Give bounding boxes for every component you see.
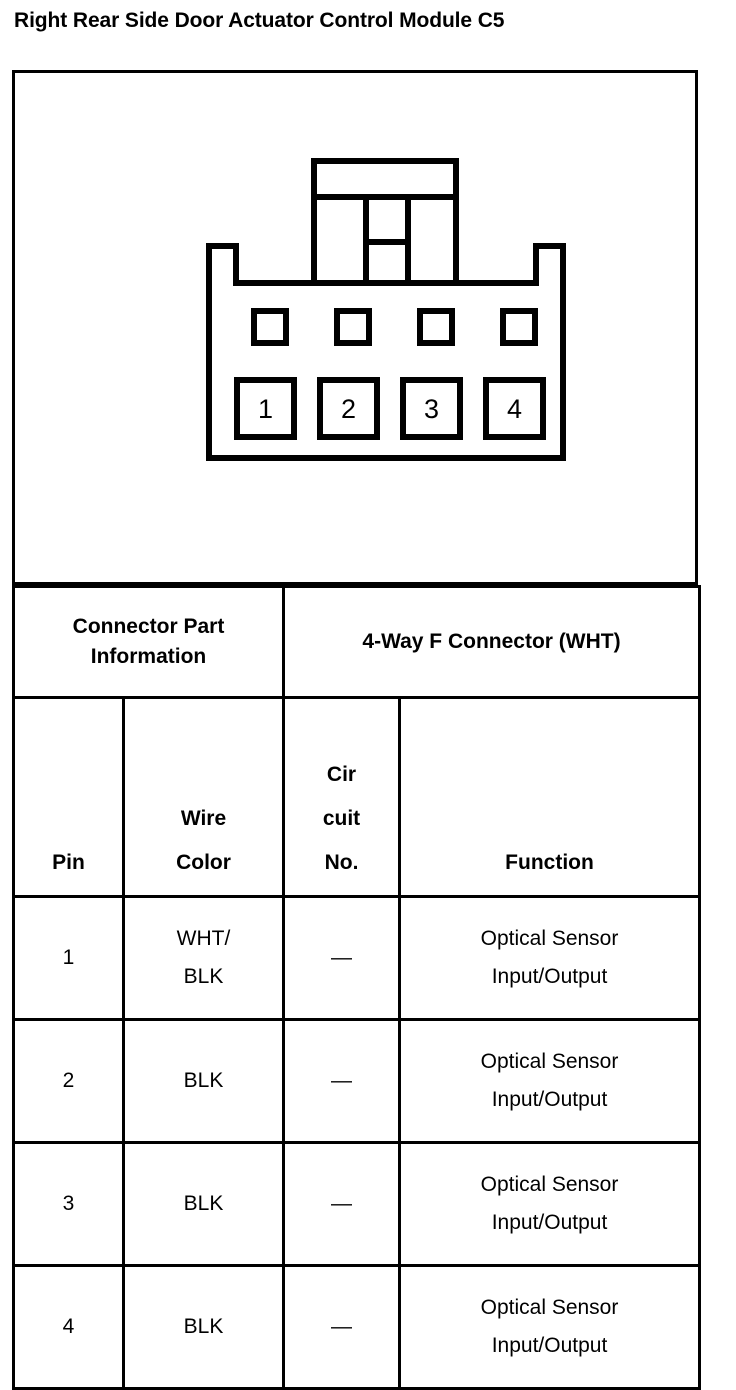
cell-pin: 2 — [12, 1018, 125, 1144]
cell-wire-color: BLK — [122, 1264, 285, 1390]
column-header-wire-color-line1: Wire — [180, 807, 227, 830]
cavity-label-3: 3 — [424, 394, 439, 424]
cavity-box-2 — [317, 377, 380, 440]
cavity-box-4 — [483, 377, 546, 440]
cell-function: Optical Sensor Input/Output — [398, 895, 701, 1021]
cell-circuit-no: — — [282, 1018, 401, 1144]
column-header-circuit-no: Cir cuit No. — [282, 696, 401, 898]
cell-circuit-no: — — [282, 1141, 401, 1267]
connector-part-information-label: Connector Part Information — [12, 585, 285, 699]
connector-spec-table: Connector Part Information 4-Way F Conne… — [12, 585, 701, 1390]
column-header-circuit-no-line2: cuit — [322, 807, 361, 830]
cavity-label-1: 1 — [258, 394, 273, 424]
latch-body-outline — [311, 194, 459, 286]
connector-shell-outline — [206, 243, 566, 461]
cell-wire-color: WHT/ BLK — [122, 895, 285, 1021]
cavity-label-2: 2 — [341, 394, 356, 424]
connector-diagram-panel: 1 2 3 4 — [12, 70, 698, 585]
cell-circuit-no: — — [282, 1264, 401, 1390]
connector-part-information-label-line1: Connector Part — [72, 615, 225, 638]
cell-pin: 3 — [12, 1141, 125, 1267]
column-header-wire-color: Wire Color — [122, 696, 285, 898]
connector-face-view: 1 2 3 4 — [196, 148, 576, 538]
table-row: 2 BLK — Optical Sensor Input/Output — [12, 1018, 701, 1144]
cell-function-line1: Optical Sensor — [480, 1050, 619, 1073]
cell-function-line2: Input/Output — [491, 965, 608, 988]
cell-wire-color-line1: WHT/ — [176, 927, 231, 950]
cavity-box-1 — [234, 377, 297, 440]
cavity-label-4: 4 — [507, 394, 522, 424]
cell-function-line2: Input/Output — [491, 1211, 608, 1234]
table-row: 3 BLK — Optical Sensor Input/Output — [12, 1141, 701, 1267]
page-title: Right Rear Side Door Actuator Control Mo… — [14, 9, 505, 32]
connector-part-information-row: Connector Part Information 4-Way F Conne… — [12, 585, 701, 699]
terminal-square-4 — [500, 308, 538, 346]
table-header-row: Pin Wire Color Cir cuit No. Function — [12, 696, 701, 898]
column-header-pin: Pin — [12, 696, 125, 898]
cell-wire-color: BLK — [122, 1141, 285, 1267]
cell-wire-color: BLK — [122, 1018, 285, 1144]
cell-circuit-no: — — [282, 895, 401, 1021]
cell-pin: 1 — [12, 895, 125, 1021]
column-header-wire-color-line2: Color — [176, 851, 231, 874]
cell-function-line1: Optical Sensor — [480, 1173, 619, 1196]
table-row: 1 WHT/ BLK — Optical Sensor Input/Output — [12, 895, 701, 1021]
table-row: 4 BLK — Optical Sensor Input/Output — [12, 1264, 701, 1390]
cell-wire-color-line2: BLK — [183, 965, 224, 988]
cell-function: Optical Sensor Input/Output — [398, 1018, 701, 1144]
cavity-box-3 — [400, 377, 463, 440]
column-header-circuit-no-line3: No. — [324, 851, 359, 874]
cell-function-line2: Input/Output — [491, 1088, 608, 1111]
cell-function: Optical Sensor Input/Output — [398, 1264, 701, 1390]
column-header-circuit-no-line1: Cir — [326, 763, 357, 786]
connector-part-information-value: 4-Way F Connector (WHT) — [282, 585, 701, 699]
latch-top-bar — [311, 158, 459, 200]
connector-part-information-label-line2: Information — [90, 645, 207, 668]
cell-function-line1: Optical Sensor — [480, 1296, 619, 1319]
cell-pin: 4 — [12, 1264, 125, 1390]
column-header-function: Function — [398, 696, 701, 898]
cell-function-line1: Optical Sensor — [480, 927, 619, 950]
terminal-square-3 — [417, 308, 455, 346]
cell-function: Optical Sensor Input/Output — [398, 1141, 701, 1267]
terminal-square-1 — [251, 308, 289, 346]
cell-function-line2: Input/Output — [491, 1334, 608, 1357]
terminal-square-2 — [334, 308, 372, 346]
